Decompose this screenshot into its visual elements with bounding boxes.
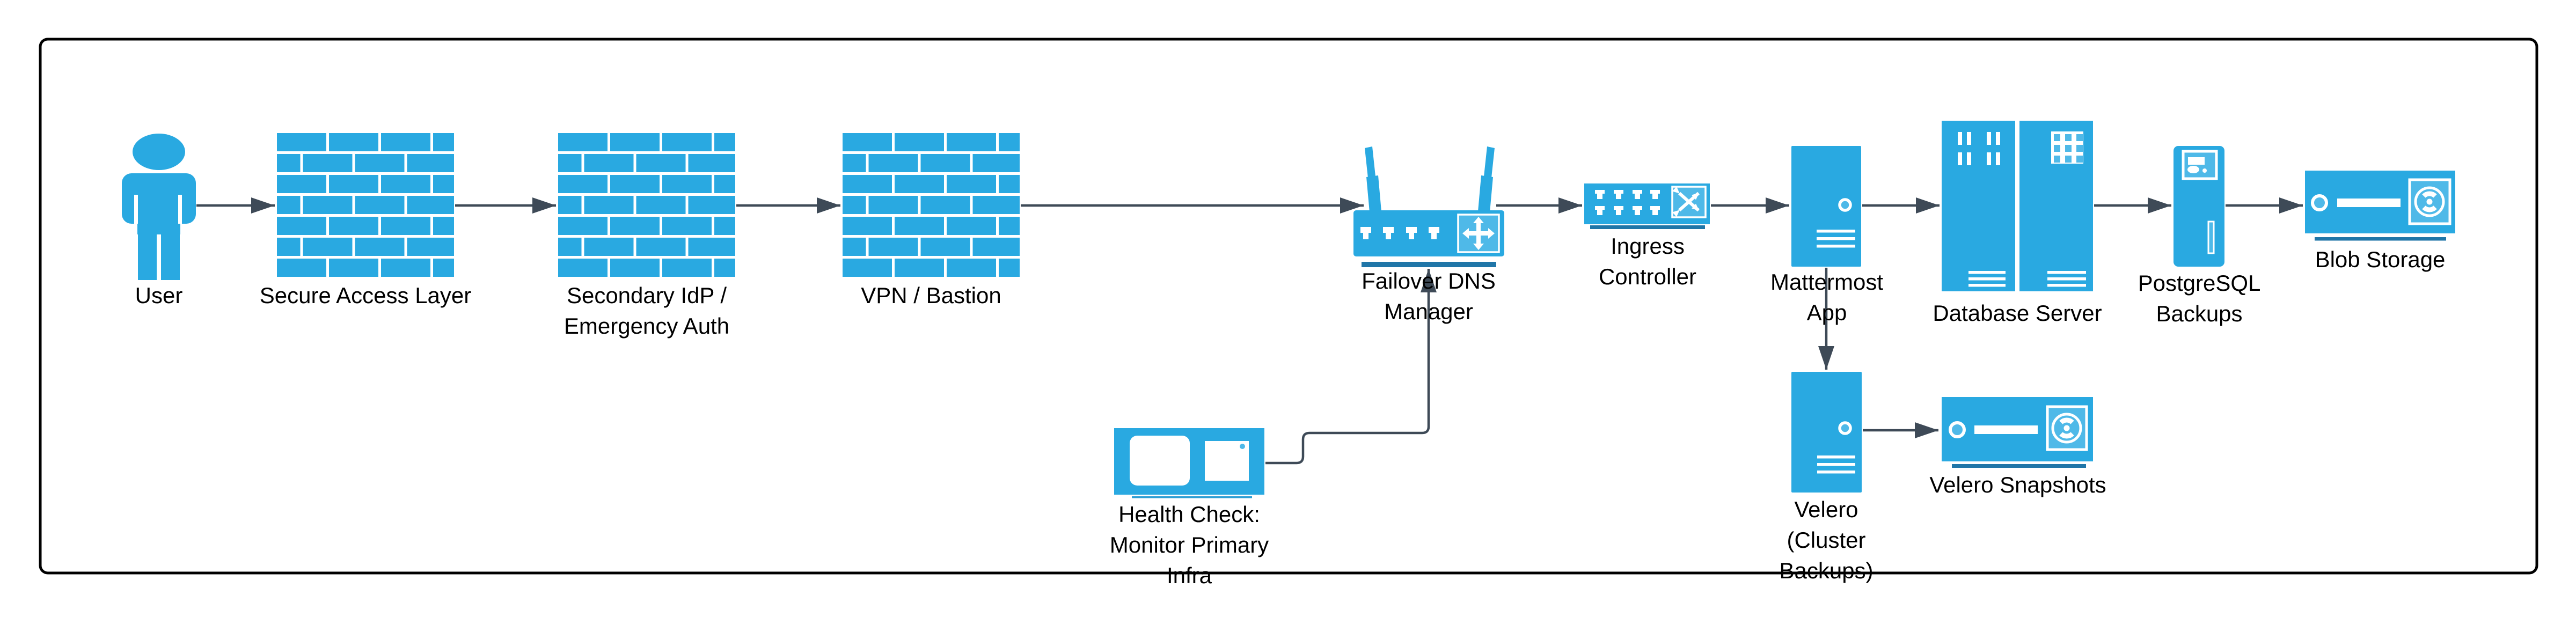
monitor-icon	[1114, 428, 1264, 498]
label-underline	[1362, 262, 1496, 267]
storage-device-icon	[1942, 397, 2093, 468]
node-blob-storage	[2305, 171, 2455, 241]
wireless-router-icon	[1353, 146, 1504, 267]
node-database-server	[1942, 121, 2093, 291]
backup-server-icon	[2174, 146, 2224, 267]
node-mattermost-app-label: Mattermost App	[1770, 269, 1884, 325]
node-secure-access-layer	[277, 133, 454, 279]
server-tower-icon	[1791, 372, 1862, 493]
node-user	[122, 132, 196, 280]
node-failover-dns-manager	[1347, 138, 1508, 268]
node-ingress-controller-label: Ingress Controller	[1598, 233, 1697, 289]
label-underline	[1952, 464, 2086, 468]
label-underline	[2315, 237, 2446, 241]
node-ingress-controller	[1580, 180, 1715, 231]
firewall-icon	[558, 133, 735, 279]
node-velero-label: Velero (Cluster Backups)	[1779, 497, 1874, 583]
node-vpn-bastion	[843, 133, 1020, 279]
node-user-label: User	[135, 283, 183, 308]
node-postgresql-backups	[2174, 146, 2224, 267]
firewall-icon	[843, 133, 1020, 279]
node-mattermost-app	[1791, 146, 1861, 267]
node-database-server-label: Database Server	[1933, 300, 2102, 326]
server-rack-icon	[1942, 121, 2093, 291]
node-vpn-bastion-label: VPN / Bastion	[861, 283, 1001, 308]
node-velero-snapshots-label: Velero Snapshots	[1929, 472, 2106, 497]
node-blob-storage-label: Blob Storage	[2315, 247, 2446, 272]
node-secure-access-layer-label: Secure Access Layer	[259, 283, 472, 308]
node-secondary-idp-label: Secondary IdP / Emergency Auth	[564, 283, 730, 339]
node-postgresql-backups-label: PostgreSQL Backups	[2138, 270, 2261, 326]
label-underline	[1590, 225, 1705, 229]
arrow-health-check-to-failover-dns	[1265, 269, 1437, 465]
network-switch-icon	[1584, 183, 1710, 229]
node-failover-dns-manager-label: Failover DNS Manager	[1362, 268, 1496, 324]
node-velero-snapshots	[1942, 397, 2093, 468]
diagram-border	[39, 38, 2538, 575]
node-secondary-idp	[558, 133, 735, 279]
node-health-check	[1114, 428, 1264, 498]
node-velero	[1791, 372, 1862, 493]
node-health-check-label: Health Check: Monitor Primary Infra	[1109, 502, 1269, 588]
server-tower-icon	[1791, 146, 1861, 267]
label-underline	[1132, 496, 1252, 498]
storage-device-icon	[2305, 171, 2455, 241]
firewall-icon	[277, 133, 454, 279]
person-icon	[122, 134, 196, 280]
